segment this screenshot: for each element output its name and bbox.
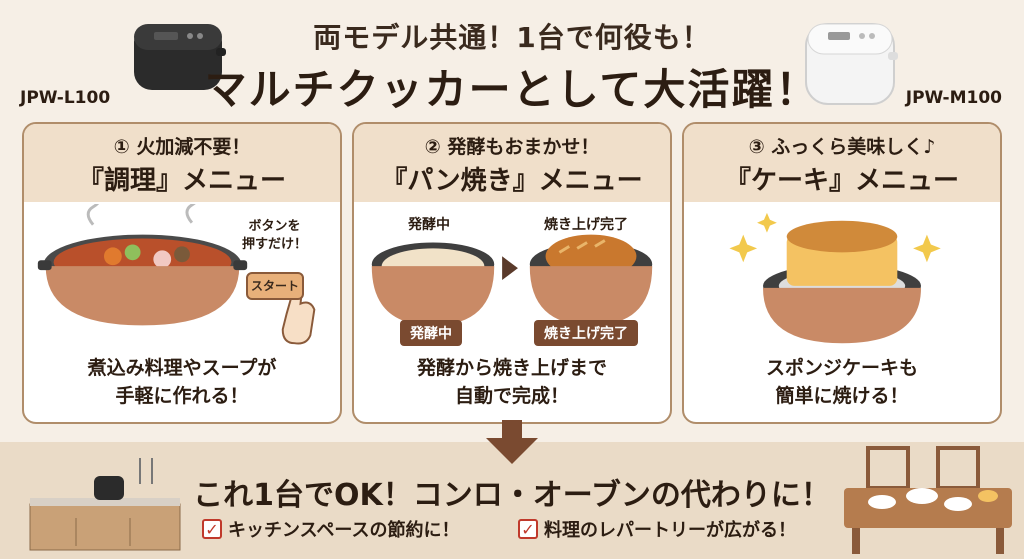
- model-label-right: JPW-M100: [905, 88, 1002, 108]
- model-label-left: JPW-L100: [20, 88, 111, 108]
- card-header: ② 発酵もおまかせ！ 『パン焼き』メニュー: [354, 124, 670, 202]
- benefit-item: ✓ キッチンスペースの節約に！: [202, 516, 459, 542]
- headline-top: 両モデル共通！1台で何役も！: [313, 21, 711, 54]
- bread-baking-illustration-icon: [371, 234, 653, 326]
- card-header: ① 火加減不要！ 『調理』メニュー: [24, 124, 340, 202]
- card-feature: ③ ふっくら美味しく♪: [748, 136, 936, 158]
- card-menu-title: 『パン焼き』メニュー: [381, 166, 643, 196]
- kitchen-counter-icon: [29, 458, 181, 551]
- card-header: ③ ふっくら美味しく♪ 『ケーキ』メニュー: [684, 124, 1000, 202]
- white-rice-cooker-icon: [805, 23, 898, 105]
- header: 両モデル共通！1台で何役も！ マルチクッカーとして大活躍！ JPW-L100 J…: [0, 0, 1024, 118]
- card-description: 煮込み料理やスープが 手軽に作れる！: [24, 354, 340, 410]
- cake-menu-card: ③ ふっくら美味しく♪ 『ケーキ』メニュー スポンジケーキも 簡単に焼ける！: [682, 122, 1002, 424]
- fermenting-label: 発酵中: [408, 217, 450, 233]
- card-desc-line1: 発酵から焼き上げまで: [416, 357, 607, 379]
- down-arrow-icon: [486, 420, 538, 464]
- card-description: 発酵から焼き上げまで 自動で完成！: [354, 354, 670, 410]
- bread-menu-card: ② 発酵もおまかせ！ 『パン焼き』メニュー 発酵中 焼き上げ完了 発酵中 焼き上…: [352, 122, 672, 424]
- card-feature: ① 火加減不要！: [113, 136, 251, 158]
- cooking-menu-card: ① 火加減不要！ 『調理』メニュー ボタンを押すだけ！ スタート 煮込み料理やス…: [22, 122, 342, 424]
- checkbox-icon: ✓: [202, 519, 222, 539]
- push-button-bubble: ボタンを押すだけ！: [242, 219, 308, 252]
- card-feature: ② 発酵もおまかせ！: [424, 136, 600, 158]
- black-rice-cooker-icon: [134, 24, 226, 90]
- card-desc-line2: 手軽に作れる！: [115, 385, 249, 407]
- baked-label: 焼き上げ完了: [544, 217, 628, 233]
- sponge-cake-illustration-icon: [729, 212, 941, 344]
- bottom-headline: これ1台でOK！コンロ・オーブンの代わりに！: [193, 478, 831, 513]
- fermenting-tag: 発酵中: [400, 320, 462, 346]
- card-desc-line2: 自動で完成！: [454, 385, 569, 407]
- card-desc-line2: 簡単に焼ける！: [775, 385, 909, 407]
- card-menu-title: 『ケーキ』メニュー: [724, 166, 959, 196]
- checkbox-icon: ✓: [518, 519, 538, 539]
- baked-tag: 焼き上げ完了: [534, 320, 638, 346]
- benefit-item: ✓ 料理のレパートリーが広がる！: [518, 516, 796, 542]
- card-desc-line1: 煮込み料理やスープが: [87, 357, 277, 379]
- dining-table-icon: [844, 446, 1012, 554]
- hotpot-illustration-icon: [37, 204, 316, 345]
- benefit-text: キッチンスペースの節約に！: [228, 520, 460, 541]
- start-button: スタート: [246, 272, 304, 300]
- headline-main: マルチクッカーとして大活躍！: [204, 65, 820, 114]
- card-description: スポンジケーキも 簡単に焼ける！: [684, 354, 1000, 410]
- card-desc-line1: スポンジケーキも: [765, 357, 918, 379]
- card-menu-title: 『調理』メニュー: [77, 166, 286, 196]
- benefit-text: 料理のレパートリーが広がる！: [544, 520, 796, 541]
